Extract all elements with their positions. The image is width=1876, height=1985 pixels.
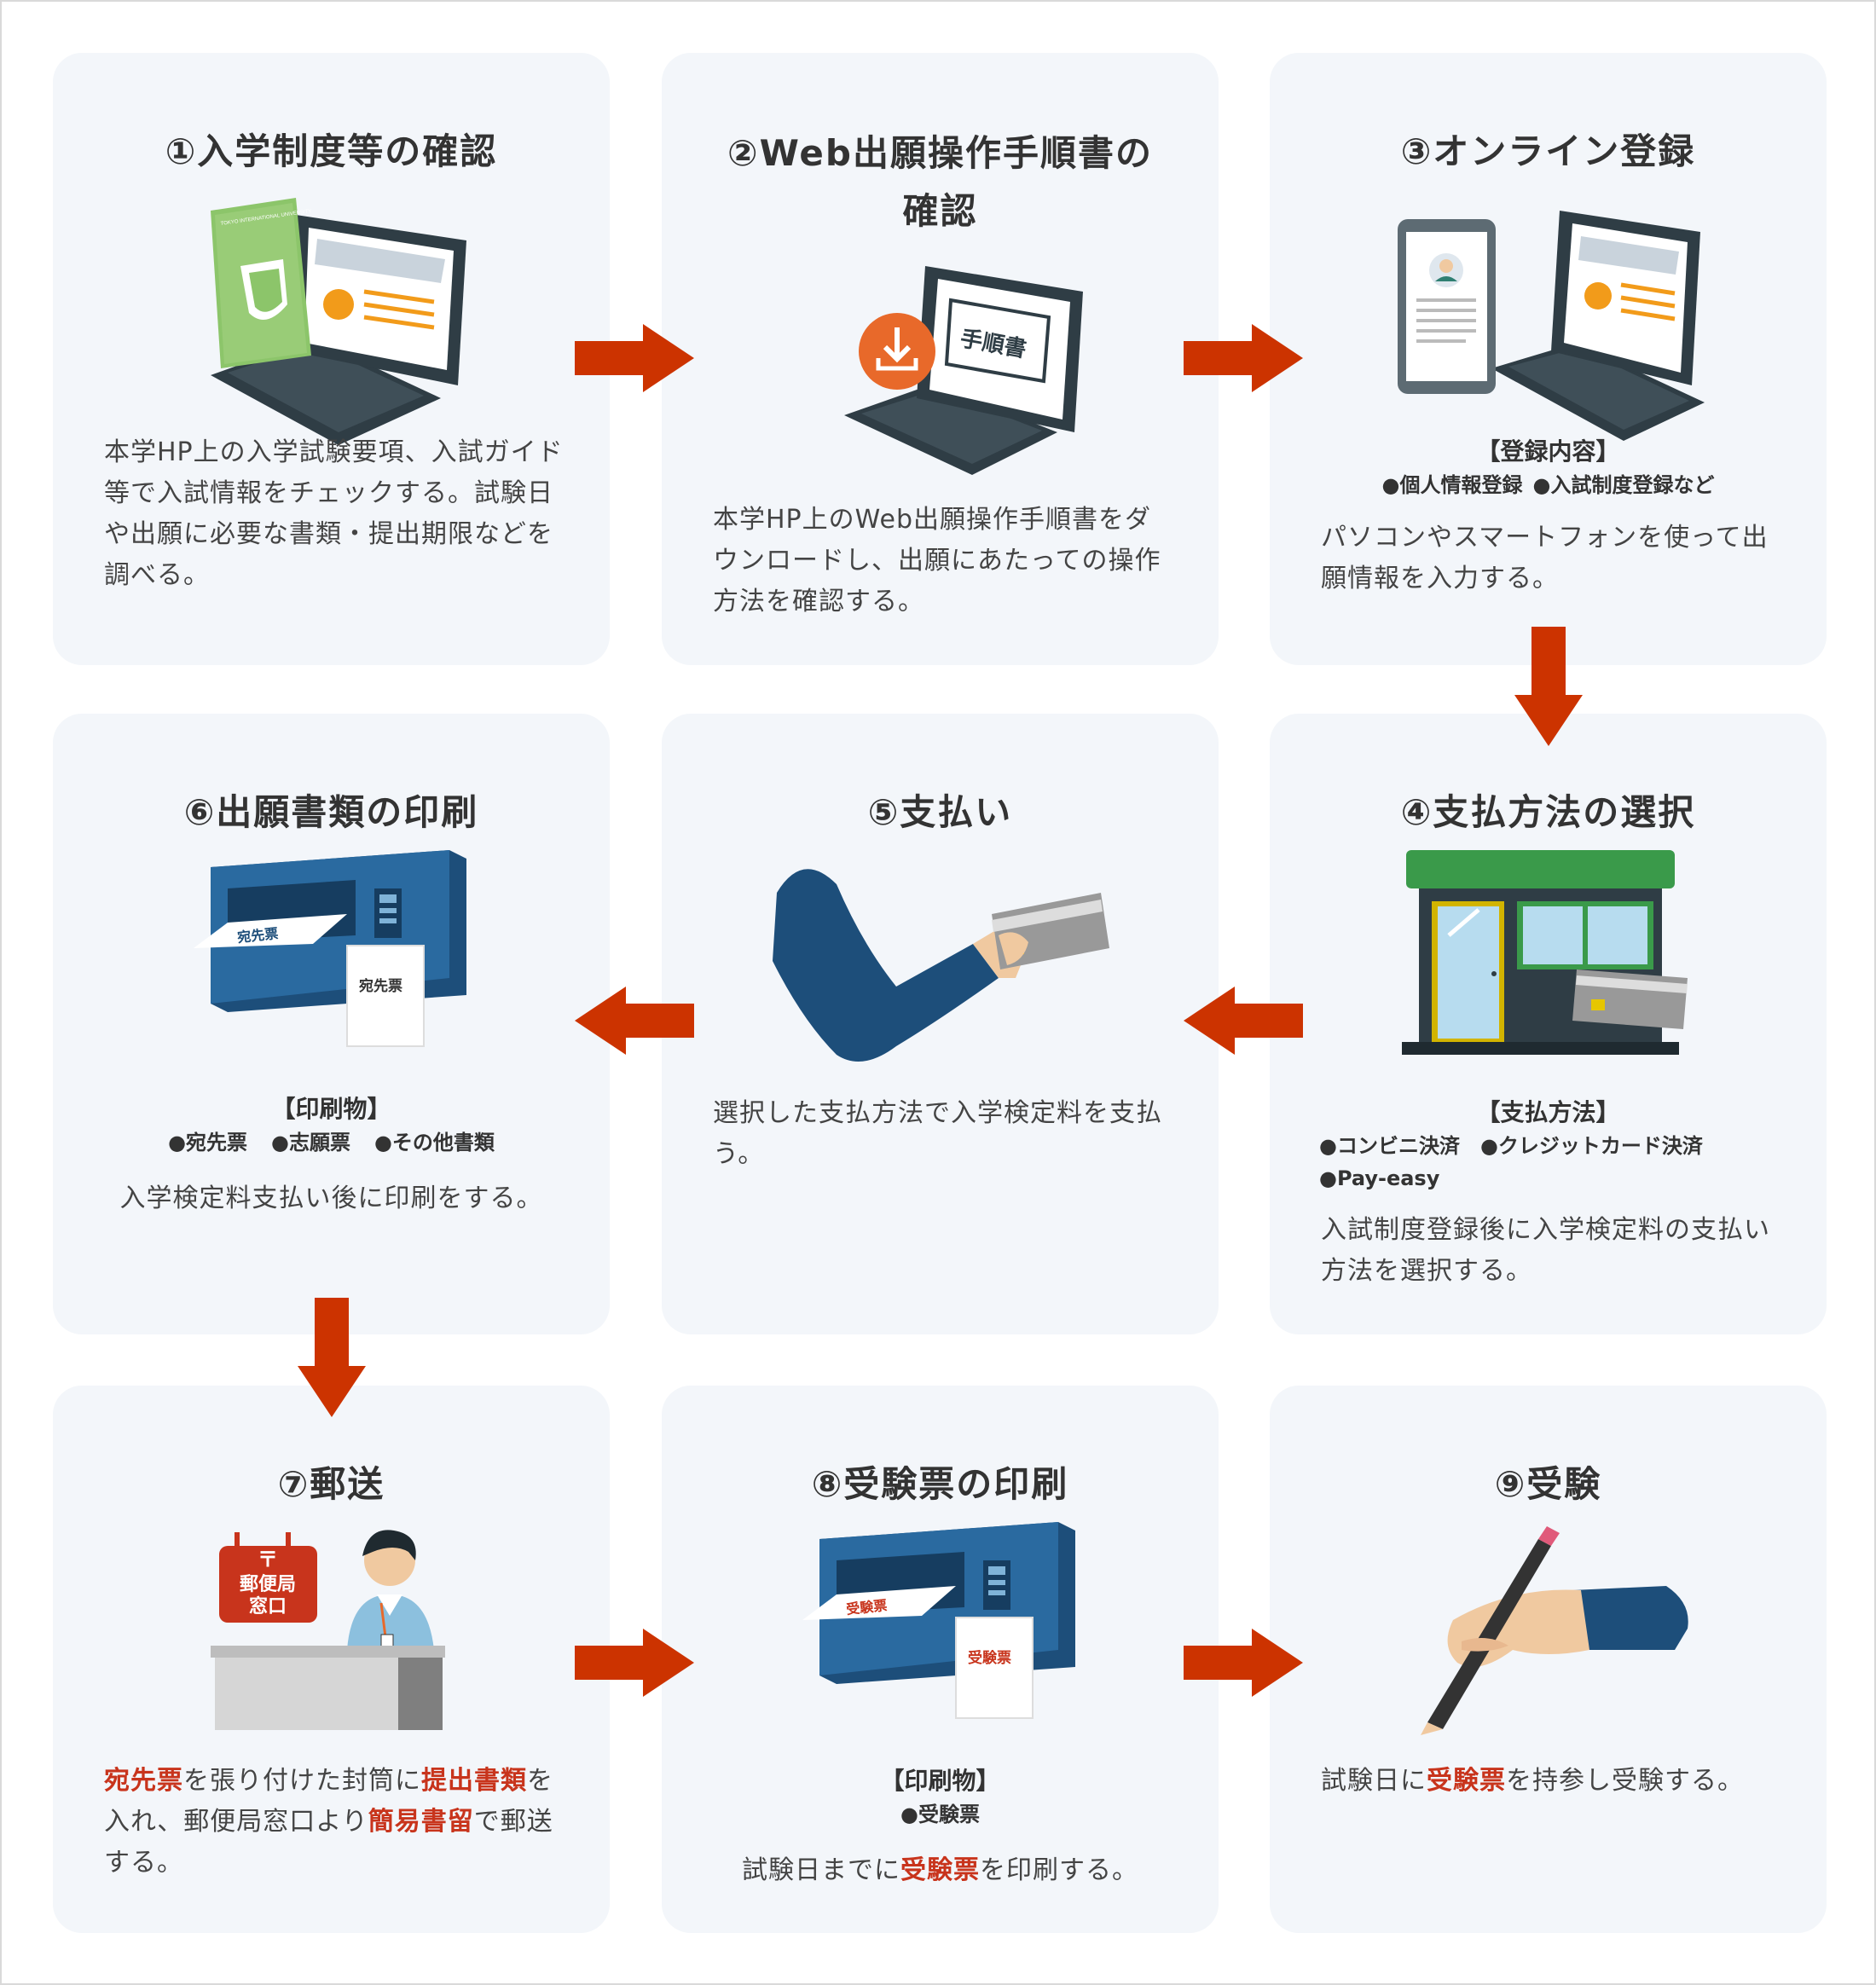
post-mark: 〒: [258, 1548, 278, 1571]
desc-text: で郵送する。: [104, 1807, 553, 1878]
step-7-card: ⑦郵送 〒 郵便局 窓口: [53, 1386, 610, 1933]
highlight-address-slip: 宛先票: [104, 1766, 183, 1796]
step-6-box-item: ●志願票: [271, 1131, 350, 1155]
download-icon: [859, 313, 935, 390]
arrow-step5-to-step6: [575, 987, 694, 1055]
step-4-description: 入試制度登録後に入学検定料の支払い方法を選択する。: [1321, 1215, 1770, 1286]
desc-text: 試験日に: [1321, 1766, 1427, 1796]
arrow-step2-to-step3: [1184, 324, 1303, 392]
step-1-description: 本学HP上の入学試験要項、入試ガイド等で入試情報をチェックする。試験日や出願に必…: [104, 437, 564, 590]
step-6-title: ⑥出願書類の印刷: [183, 791, 479, 833]
laptop-guidebook-illustration: TOKYO INTERNATIONAL UNIVERSITY: [211, 189, 501, 445]
step-6-description: 入学検定料支払い後に印刷をする。: [119, 1183, 543, 1213]
step-8-box-title: 【印刷物】: [880, 1767, 1000, 1795]
svg-text:受験票: 受験票: [845, 1597, 888, 1618]
arrow-step7-to-step8: [575, 1629, 694, 1697]
convenience-store-illustration: [1402, 850, 1700, 1089]
laptop-download-illustration: 手順書: [844, 258, 1091, 475]
printer-address-illustration: 宛先票 宛先票: [194, 850, 466, 1080]
step-7-description: 宛先票を張り付けた封筒に提出書類を入れ、郵便局窓口より簡易書留で郵送する。: [104, 1761, 567, 1884]
smartphone-laptop-illustration: [1398, 189, 1705, 445]
step-8-description: 試験日までに受験票を印刷する。: [679, 1850, 1201, 1891]
step-6-box-title: 【印刷物】: [271, 1095, 391, 1123]
step-6-card: ⑥出願書類の印刷 宛先票 宛先票 【印刷物】 ●宛先票 ●志願票 ●その他書類 入学…: [53, 714, 610, 1334]
printed-paper-label: 受験票: [968, 1649, 1011, 1667]
desc-text: 試験日までに: [742, 1855, 900, 1885]
step-4-title: ④支払方法の選択: [1400, 791, 1696, 833]
step-6-box-item: ●その他書類: [373, 1131, 495, 1155]
step-3-description: パソコンやスマートフォンを使って出願情報を入力する。: [1321, 523, 1769, 593]
step-1-title: ①入学制度等の確認: [165, 130, 498, 172]
post-office-illustration: 〒 郵便局 窓口: [211, 1522, 458, 1735]
arrow-step3-to-step4: [1514, 627, 1583, 746]
step-8-box-item: ●受験票: [900, 1803, 980, 1826]
step-1-card: ①入学制度等の確認 TOKYO INTERNATIONAL UNIVERSITY: [53, 53, 610, 665]
step-5-title: ⑤支払い: [867, 791, 1013, 833]
counter-label: 窓口: [249, 1595, 287, 1618]
step-8-box-items: ●受験票: [662, 1798, 1219, 1831]
arrow-step1-to-step2: [575, 324, 694, 392]
step-2-card: ②Web出願操作手順書の 確認 手順書 本学HP上のWeb出願操作手順書をダウン…: [662, 53, 1219, 665]
hand-pencil-illustration: [1410, 1522, 1692, 1735]
step-6-box-items: ●宛先票 ●志願票 ●その他書類: [53, 1126, 610, 1159]
step-9-description: 試験日に受験票を持参し受験する。: [1321, 1761, 1784, 1802]
arrow-step8-to-step9: [1184, 1629, 1303, 1697]
step-8-card: ⑧受験票の印刷 受験票 受験票 【印刷物】 ●受験票 試験日までに受験票を印刷す…: [662, 1386, 1219, 1933]
highlight-exam-ticket: 受験票: [1427, 1766, 1506, 1796]
step-4-card: ④支払方法の選択 【支払方法】 ●コンビニ決済●クレジットカード決済 ●Pa: [1270, 714, 1827, 1334]
desc-text: を入れ、郵便局窓口より: [104, 1766, 553, 1837]
step-8-title: ⑧受験票の印刷: [811, 1463, 1069, 1505]
step-4-box-item: ●クレジットカード決済: [1479, 1134, 1703, 1158]
step-4-box-item: ●Pay-easy: [1319, 1166, 1440, 1190]
printed-paper-label: 宛先票: [358, 977, 402, 995]
step-9-card: ⑨受験 試験日に受験票を持参し受験する。: [1270, 1386, 1827, 1933]
step-4-box-item: ●コンビニ決済: [1319, 1134, 1460, 1158]
step-2-title-line2: 確認: [902, 190, 978, 232]
highlight-exam-ticket: 受験票: [900, 1855, 980, 1885]
post-office-label: 郵便局: [240, 1574, 296, 1595]
step-3-box-items: ●個人情報登録 ●入試制度登録など: [1270, 469, 1827, 501]
highlight-documents: 提出書類: [421, 1766, 527, 1796]
step-7-title: ⑦郵送: [277, 1463, 385, 1505]
hand-card-illustration: [768, 850, 1109, 1080]
step-2-description: 本学HP上のWeb出願操作手順書をダウンロードし、出願にあたっての操作方法を確認…: [713, 505, 1161, 616]
step-3-box-title: 【登録内容】: [1476, 437, 1620, 466]
step-4-box-items: ●コンビニ決済 ●クレジットカード決済 ●Pay-easy: [1319, 1130, 1801, 1195]
desc-text: を持参し受験する。: [1506, 1766, 1744, 1796]
printer-exam-ticket-illustration: 受験票 受験票: [802, 1522, 1075, 1752]
step-3-box-item: ●個人情報登録: [1381, 473, 1523, 497]
step-3-card: ③オンライン登録: [1270, 53, 1827, 665]
arrow-step4-to-step5: [1184, 987, 1303, 1055]
highlight-registered-mail: 簡易書留: [368, 1807, 474, 1837]
step-6-box-item: ●宛先票: [168, 1131, 248, 1155]
desc-text: を印刷する。: [980, 1855, 1138, 1885]
step-9-title: ⑨受験: [1494, 1463, 1602, 1505]
arrow-step6-to-step7: [298, 1298, 366, 1417]
step-3-box-item: ●入試制度登録など: [1532, 473, 1715, 497]
step-5-description: 選択した支払方法で入学検定料を支払う。: [713, 1098, 1162, 1169]
step-2-title-line1: ②Web出願操作手順書の: [727, 132, 1153, 174]
desc-text: を張り付けた封筒に: [183, 1766, 421, 1796]
step-3-title: ③オンライン登録: [1400, 130, 1696, 172]
step-5-card: ⑤支払い 選択した支払方法で入学検定料を支払う。: [662, 714, 1219, 1334]
step-4-box-title: 【支払方法】: [1476, 1098, 1620, 1126]
